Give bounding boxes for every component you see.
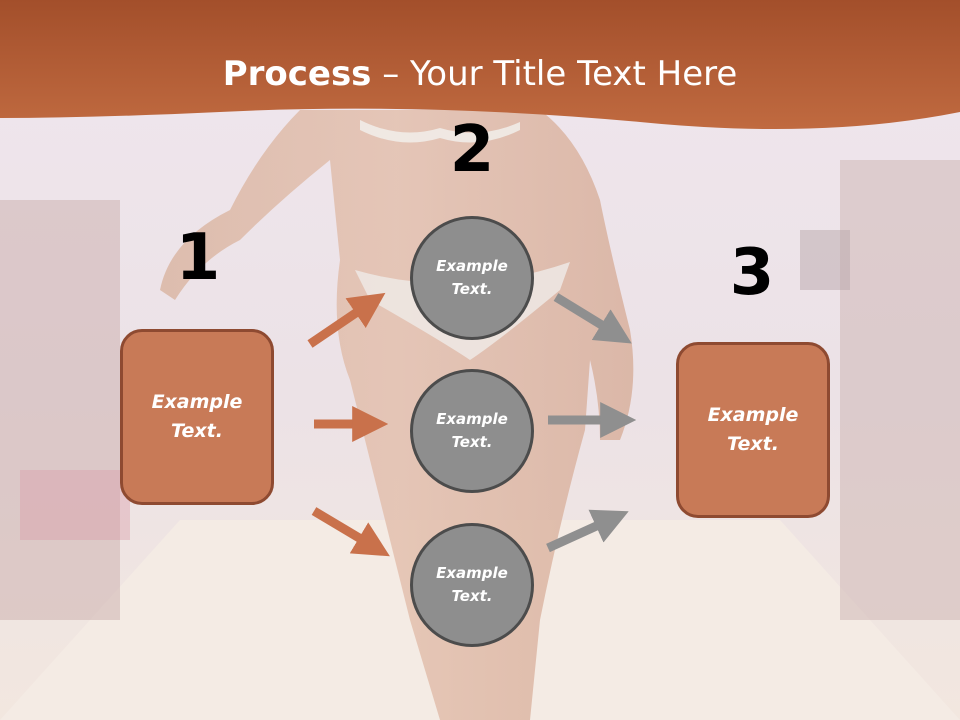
title-bold: Process — [222, 54, 372, 94]
step-number-2: 2 — [449, 113, 495, 187]
circle-top: Example Text. — [410, 216, 534, 340]
step-number-1: 1 — [175, 221, 221, 295]
step-3-text: Example Text. — [707, 404, 799, 455]
step-1-text: Example Text. — [151, 391, 243, 442]
arrow-left-up — [307, 292, 386, 348]
title-rest: – Your Title Text Here — [371, 54, 738, 94]
arrow-left-down — [311, 507, 390, 557]
title-band — [0, 0, 960, 130]
step-number-3: 3 — [729, 236, 775, 310]
step-3-box: Example Text. — [676, 342, 830, 518]
circle-bottom-text: Example Text. — [436, 564, 508, 605]
circle-middle: Example Text. — [410, 369, 534, 493]
slide-title: Process – Your Title Text Here — [0, 52, 960, 96]
circle-top-text: Example Text. — [436, 257, 508, 298]
arrow-right-down — [553, 293, 632, 344]
arrow-right-up — [546, 509, 629, 553]
circle-middle-text: Example Text. — [436, 410, 508, 451]
circle-bottom: Example Text. — [410, 523, 534, 647]
step-1-box: Example Text. — [120, 329, 274, 505]
